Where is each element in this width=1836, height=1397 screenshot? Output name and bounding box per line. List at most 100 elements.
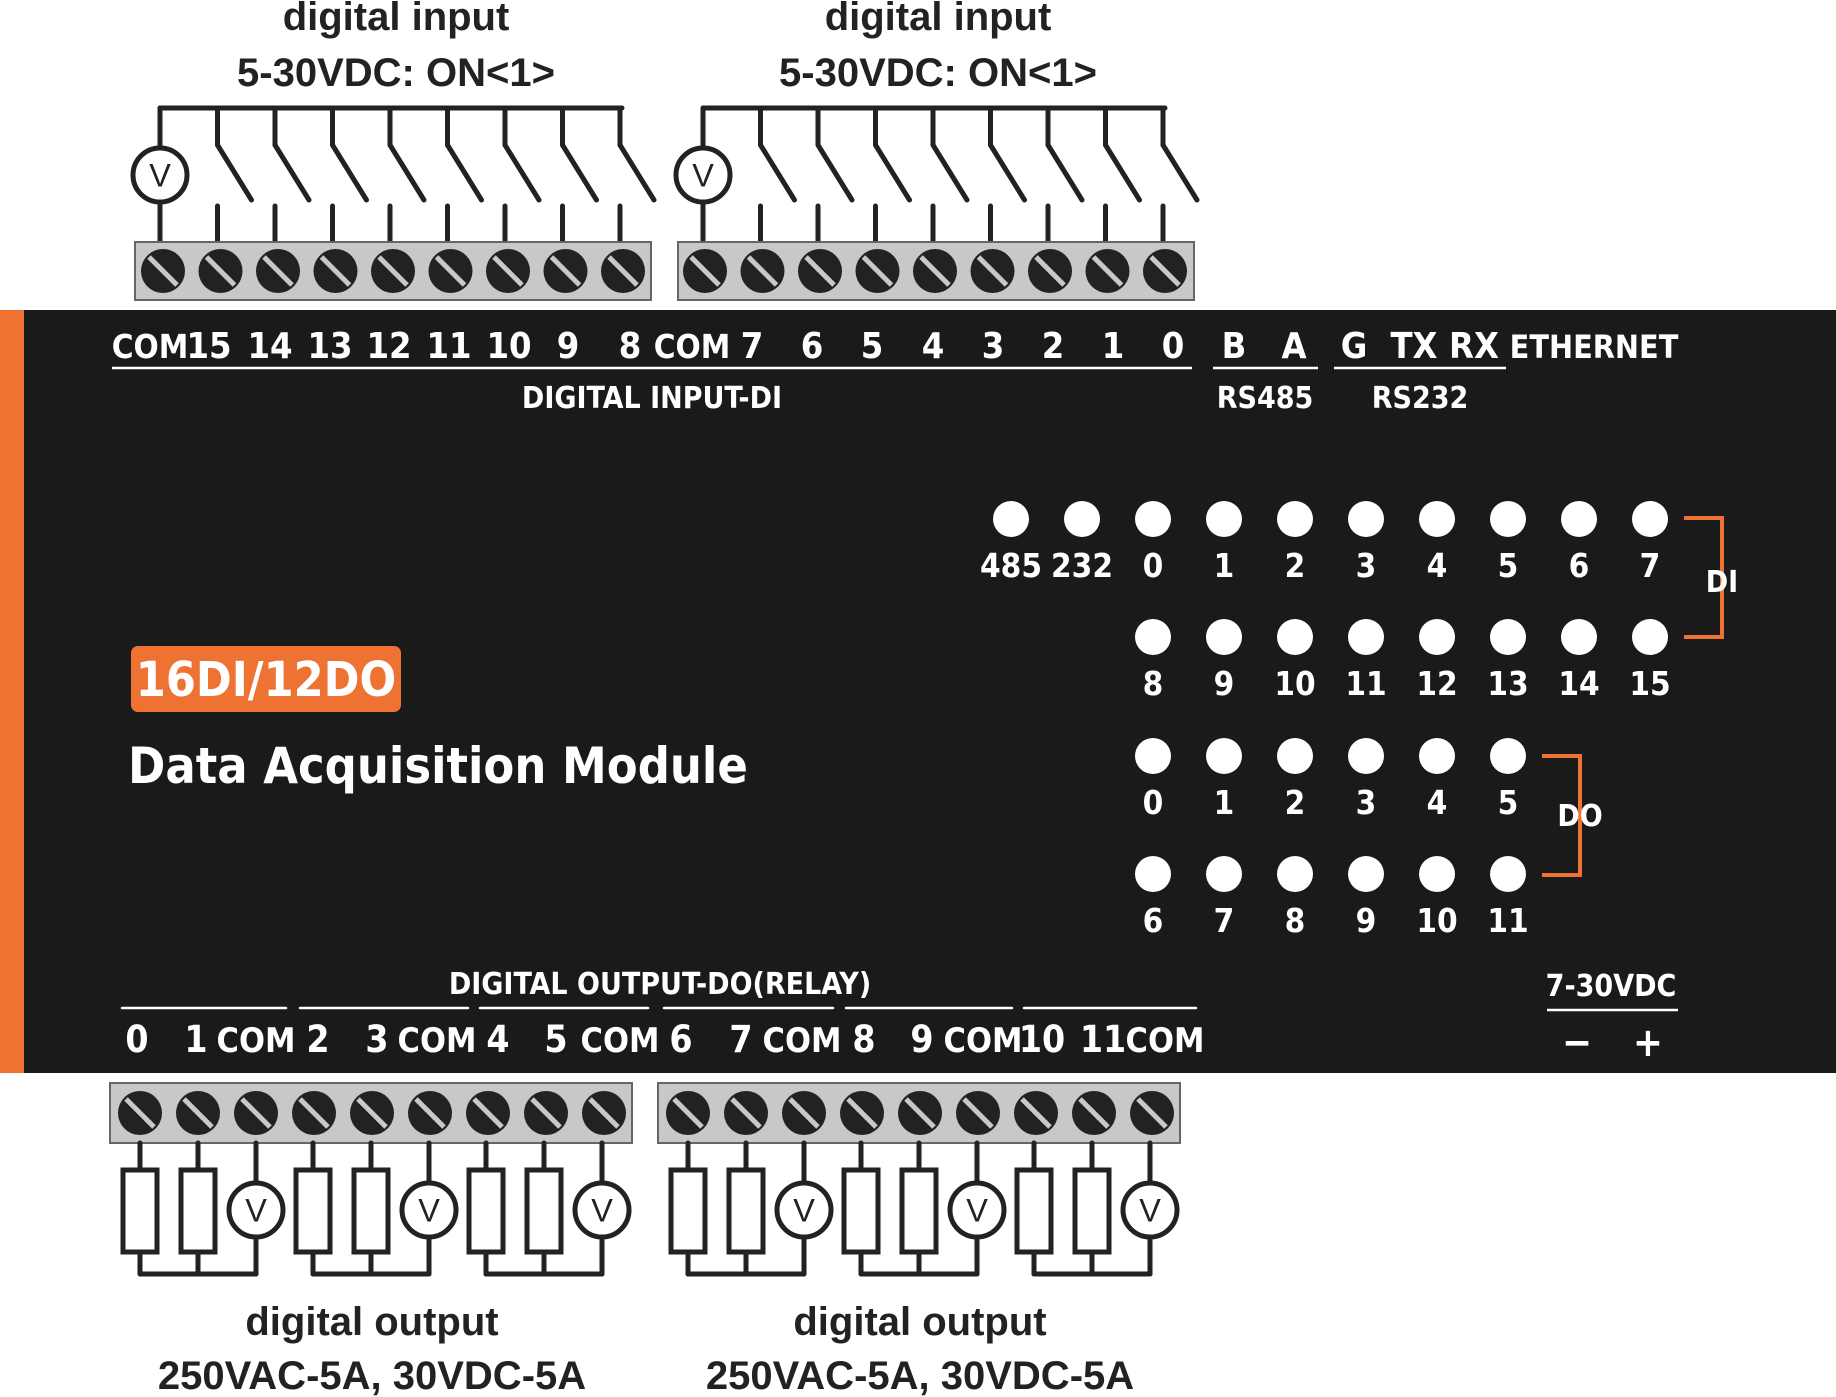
- led-indicator: 6: [1135, 856, 1171, 940]
- output-channel-group-3: V: [466, 1140, 632, 1277]
- screw-slot: [319, 255, 352, 287]
- terminal-screw: [198, 249, 243, 293]
- led-indicator: 10: [1274, 619, 1316, 703]
- led-light: [1206, 856, 1242, 892]
- led-label: 5: [1498, 546, 1519, 585]
- meter-symbol: V: [591, 1192, 613, 1228]
- led-indicator: 5: [1490, 738, 1526, 822]
- led-light: [1277, 501, 1313, 537]
- led-light: [1348, 501, 1384, 537]
- led-light: [1561, 619, 1597, 655]
- switch-contact: [1103, 142, 1142, 203]
- led-light: [1277, 738, 1313, 774]
- led-light: [1064, 501, 1100, 537]
- load-resistor: [178, 1167, 218, 1255]
- terminal-label: 1: [1102, 326, 1125, 367]
- terminal-label: 3: [982, 326, 1005, 367]
- terminal-screw: [524, 1091, 568, 1135]
- terminal-screw: [428, 249, 473, 293]
- voltage-source-icon: V: [572, 1180, 632, 1240]
- switch-contact: [988, 142, 1027, 203]
- led-indicator: 9: [1206, 619, 1242, 703]
- led-light: [1490, 619, 1526, 655]
- switch-contact: [387, 142, 427, 203]
- top-caption-2-line2: 5-30VDC: ON<1>: [779, 51, 1097, 95]
- screw-slot: [672, 1097, 704, 1129]
- terminal-label: COM: [217, 1021, 296, 1061]
- led-light: [1277, 856, 1313, 892]
- led-light: [1135, 501, 1171, 537]
- screw-slot: [377, 255, 409, 287]
- bottom-caption-1-line2: 250VAC-5A, 30VDC-5A: [158, 1354, 586, 1397]
- terminal-screw: [683, 249, 727, 293]
- terminal-label: COM: [763, 1021, 842, 1061]
- terminal-label: B: [1222, 326, 1247, 367]
- led-indicator: 2: [1277, 738, 1313, 822]
- screw-slot: [204, 255, 237, 287]
- terminal-label: 2: [306, 1018, 329, 1061]
- led-label: 13: [1487, 664, 1528, 703]
- screw-slot: [124, 1097, 156, 1129]
- switch-contact: [930, 142, 970, 203]
- terminal-screw: [898, 1091, 942, 1135]
- led-label: 10: [1274, 664, 1315, 703]
- terminal-screw: [313, 249, 358, 293]
- led-label: 1: [1214, 546, 1235, 585]
- screw-slot: [1149, 255, 1181, 287]
- led-light: [1206, 738, 1242, 774]
- output-channel-group-5: V: [841, 1140, 1007, 1277]
- di-bracket-label: DI: [1706, 565, 1738, 600]
- switch-contact: [215, 142, 254, 203]
- terminal-label: 2: [1042, 326, 1065, 367]
- terminal-label: 11: [1080, 1018, 1126, 1061]
- screw-slot: [262, 255, 294, 287]
- load-resistor: [1014, 1167, 1054, 1255]
- led-label: 14: [1558, 664, 1599, 703]
- led-indicator: 12: [1416, 619, 1458, 703]
- terminal-screw: [350, 1091, 394, 1135]
- output-channel-group-1: V: [120, 1140, 286, 1277]
- switch-contact: [330, 142, 369, 203]
- terminal-screw: [1085, 249, 1130, 293]
- terminal-label: COM: [398, 1021, 477, 1061]
- led-label: 8: [1143, 664, 1164, 703]
- terminal-label: 0: [125, 1018, 148, 1061]
- screw-slot: [804, 255, 836, 287]
- terminal-screw: [798, 249, 842, 293]
- led-label: 1: [1214, 783, 1235, 822]
- screw-slot: [356, 1097, 388, 1129]
- load-resistor: [466, 1167, 506, 1255]
- terminal-screw: [740, 249, 785, 293]
- screw-slot: [588, 1097, 620, 1129]
- led-indicator: 6: [1561, 501, 1597, 585]
- terminal-screw: [234, 1091, 278, 1135]
- terminal-label: 4: [486, 1018, 509, 1061]
- led-indicator: 13: [1487, 619, 1529, 703]
- terminal-label: 6: [669, 1018, 692, 1061]
- led-indicator: 11: [1345, 619, 1387, 703]
- switch-contact: [617, 142, 657, 203]
- led-light: [1419, 501, 1455, 537]
- terminal-label: 10: [486, 326, 531, 367]
- terminal-label: 12: [366, 326, 411, 367]
- terminal-screw: [840, 1091, 884, 1135]
- terminal-label: 0: [1162, 326, 1185, 367]
- screw-slot: [414, 1097, 446, 1129]
- rs485-group-label: RS485: [1217, 381, 1314, 416]
- load-resistor: [293, 1167, 333, 1255]
- meter-symbol: V: [966, 1192, 988, 1228]
- screw-slot: [1136, 1097, 1168, 1129]
- led-label: 3: [1356, 783, 1377, 822]
- terminal-label: 9: [910, 1018, 933, 1061]
- led-label: 4: [1427, 783, 1448, 822]
- led-label: 11: [1345, 664, 1386, 703]
- led-indicator: 7: [1632, 501, 1668, 585]
- switch-contact: [560, 142, 599, 203]
- power-label: 7-30VDC: [1546, 969, 1677, 1004]
- led-light: [993, 501, 1029, 537]
- led-indicator: 3: [1348, 738, 1384, 822]
- terminal-label: TX: [1390, 326, 1437, 367]
